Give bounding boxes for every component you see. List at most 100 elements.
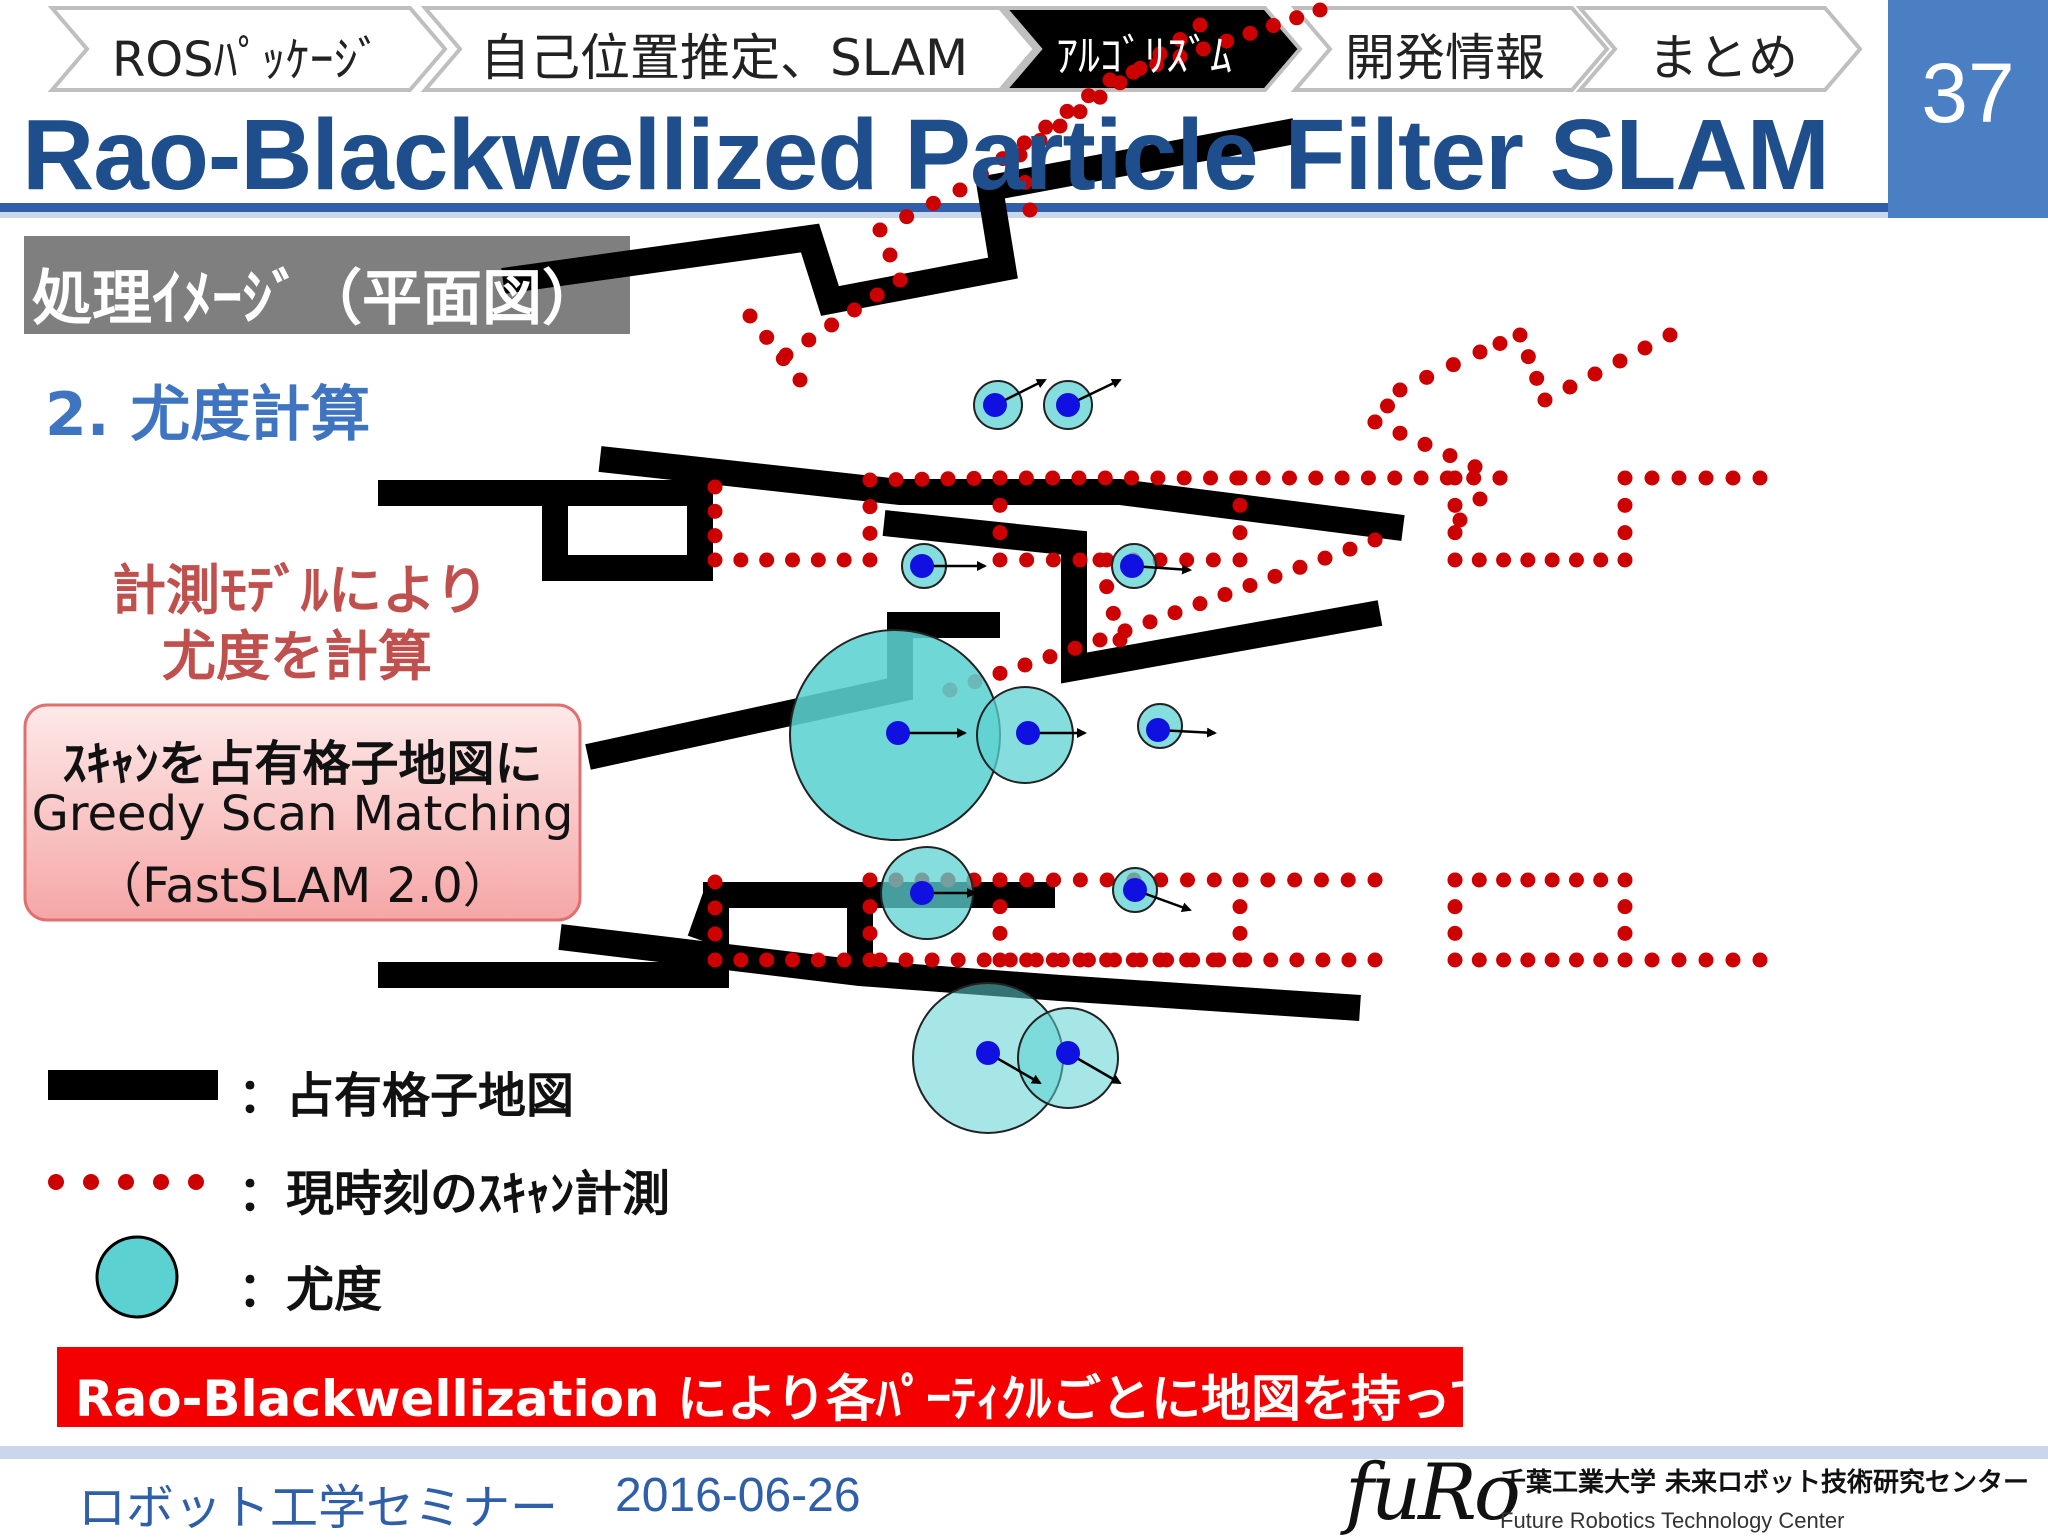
scan-dot <box>1529 370 1545 386</box>
scan-dot <box>924 952 940 968</box>
scan-dot <box>1242 25 1258 41</box>
scan-dot <box>1593 952 1609 968</box>
scan-dot <box>1342 541 1358 557</box>
map-wall-upper-2 <box>598 446 1405 541</box>
scan-dot <box>992 497 1008 513</box>
scan-dot <box>785 552 800 568</box>
scan-dot <box>707 528 723 544</box>
scan-dot <box>1392 382 1408 398</box>
scan-dot <box>1179 552 1195 568</box>
scan-dot <box>862 525 878 541</box>
breadcrumb-item-summary[interactable]: まとめ <box>1648 29 1798 87</box>
scan-dot <box>1520 349 1536 365</box>
scan-dot <box>1232 497 1248 513</box>
scan-dot <box>1360 470 1376 486</box>
scan-dot <box>1045 470 1061 486</box>
scan-dot <box>1671 952 1687 968</box>
particle-dot <box>1123 878 1147 902</box>
legend-scan-dot <box>188 1174 204 1190</box>
scan-dot <box>862 872 878 888</box>
scan-dot <box>1447 872 1463 888</box>
scan-dot <box>1520 552 1536 568</box>
scan-dot <box>775 351 791 367</box>
scan-dot <box>1698 952 1714 968</box>
scan-dot <box>1496 872 1512 888</box>
particle-dot <box>1016 721 1040 745</box>
breadcrumb-shape-1[interactable] <box>47 6 448 92</box>
callout-box <box>23 703 582 922</box>
scan-dot <box>1287 872 1303 888</box>
scan-dot <box>1022 202 1038 218</box>
scan-dot <box>1447 525 1463 541</box>
scan-dot <box>801 332 817 348</box>
scan-dot <box>836 952 852 968</box>
scan-dot <box>1644 470 1660 486</box>
legend-map-label: ：占有格子地図 <box>238 1068 575 1124</box>
scan-dot <box>1752 470 1768 486</box>
breadcrumb-item-algorithm[interactable]: ｱﾙｺﾞﾘｽﾞﾑ <box>1056 31 1232 82</box>
breadcrumb-item-slam[interactable]: 自己位置推定、SLAM <box>480 29 969 87</box>
breadcrumb-shape-4[interactable] <box>1290 6 1610 92</box>
scan-dot <box>1340 872 1356 888</box>
scan-dot <box>1038 119 1054 135</box>
particles <box>886 378 1217 1085</box>
scan-dot <box>1312 2 1328 18</box>
scan-dot <box>1568 872 1584 888</box>
step-label: 2. 尤度計算 <box>45 380 371 450</box>
breadcrumb-shape-5[interactable] <box>1575 6 1863 92</box>
scan-dot <box>1054 952 1070 968</box>
scan-dot <box>1237 952 1253 968</box>
scan-dot <box>1447 925 1463 941</box>
scan-dot <box>1617 952 1633 968</box>
scan-dot <box>1472 491 1488 507</box>
callout-line-2: Greedy Scan Matching <box>31 786 574 842</box>
scan-dot <box>1081 88 1097 104</box>
scan-dot <box>785 952 800 968</box>
scan-dot <box>1413 470 1429 486</box>
breadcrumb-item-dev[interactable]: 開発情報 <box>1345 29 1545 87</box>
scan-dot <box>1205 552 1221 568</box>
scan-dot <box>992 665 1008 681</box>
scan-dot <box>1725 470 1741 486</box>
scan-dot <box>1617 925 1633 941</box>
scan-dot <box>1106 952 1122 968</box>
scan-dot <box>1467 459 1483 475</box>
particle-dot <box>1056 393 1080 417</box>
scan-dot <box>973 166 989 182</box>
breadcrumb-item-ros[interactable]: ROSﾊﾟｯｹｰｼﾞ <box>112 32 382 88</box>
scan-dot <box>1313 872 1329 888</box>
callout-line-1: ｽｷｬﾝを占有格子地図に <box>62 736 543 792</box>
scan-dot <box>1097 470 1113 486</box>
scan-dot <box>1067 640 1083 656</box>
scan-dot <box>1471 952 1487 968</box>
scan-dot <box>1176 470 1192 486</box>
scan-dot <box>707 552 723 568</box>
breadcrumb-shape-3[interactable] <box>1000 6 1303 92</box>
scan-dot <box>1471 872 1487 888</box>
map-wall-top <box>501 118 1298 316</box>
scan-dot <box>1447 952 1463 968</box>
scan-dot <box>1242 577 1258 593</box>
scan-dot <box>1472 344 1488 360</box>
map-wall-upper-3 <box>882 510 1383 684</box>
scan-dot <box>1045 552 1061 568</box>
header-rule-light <box>0 212 2048 218</box>
scan-dot <box>733 952 749 968</box>
scan-dot <box>1698 470 1714 486</box>
scan-dot <box>1219 33 1235 49</box>
particle-dot <box>910 881 934 905</box>
scan-dot <box>1568 552 1584 568</box>
scan-dot <box>1052 118 1068 134</box>
breadcrumb-shape-2[interactable] <box>420 6 1038 92</box>
scan-dots <box>707 2 1768 968</box>
scan-dot <box>1059 103 1075 119</box>
scan-dot <box>1232 899 1248 915</box>
scan-dot <box>1192 596 1208 612</box>
scan-dot <box>1185 952 1201 968</box>
legend-scan-dot <box>48 1174 64 1190</box>
scan-dot <box>888 472 904 488</box>
scan-dot <box>759 329 775 345</box>
legend-scan-dot <box>118 1174 134 1190</box>
scan-dot <box>1289 10 1305 26</box>
scan-dot <box>1452 512 1468 528</box>
